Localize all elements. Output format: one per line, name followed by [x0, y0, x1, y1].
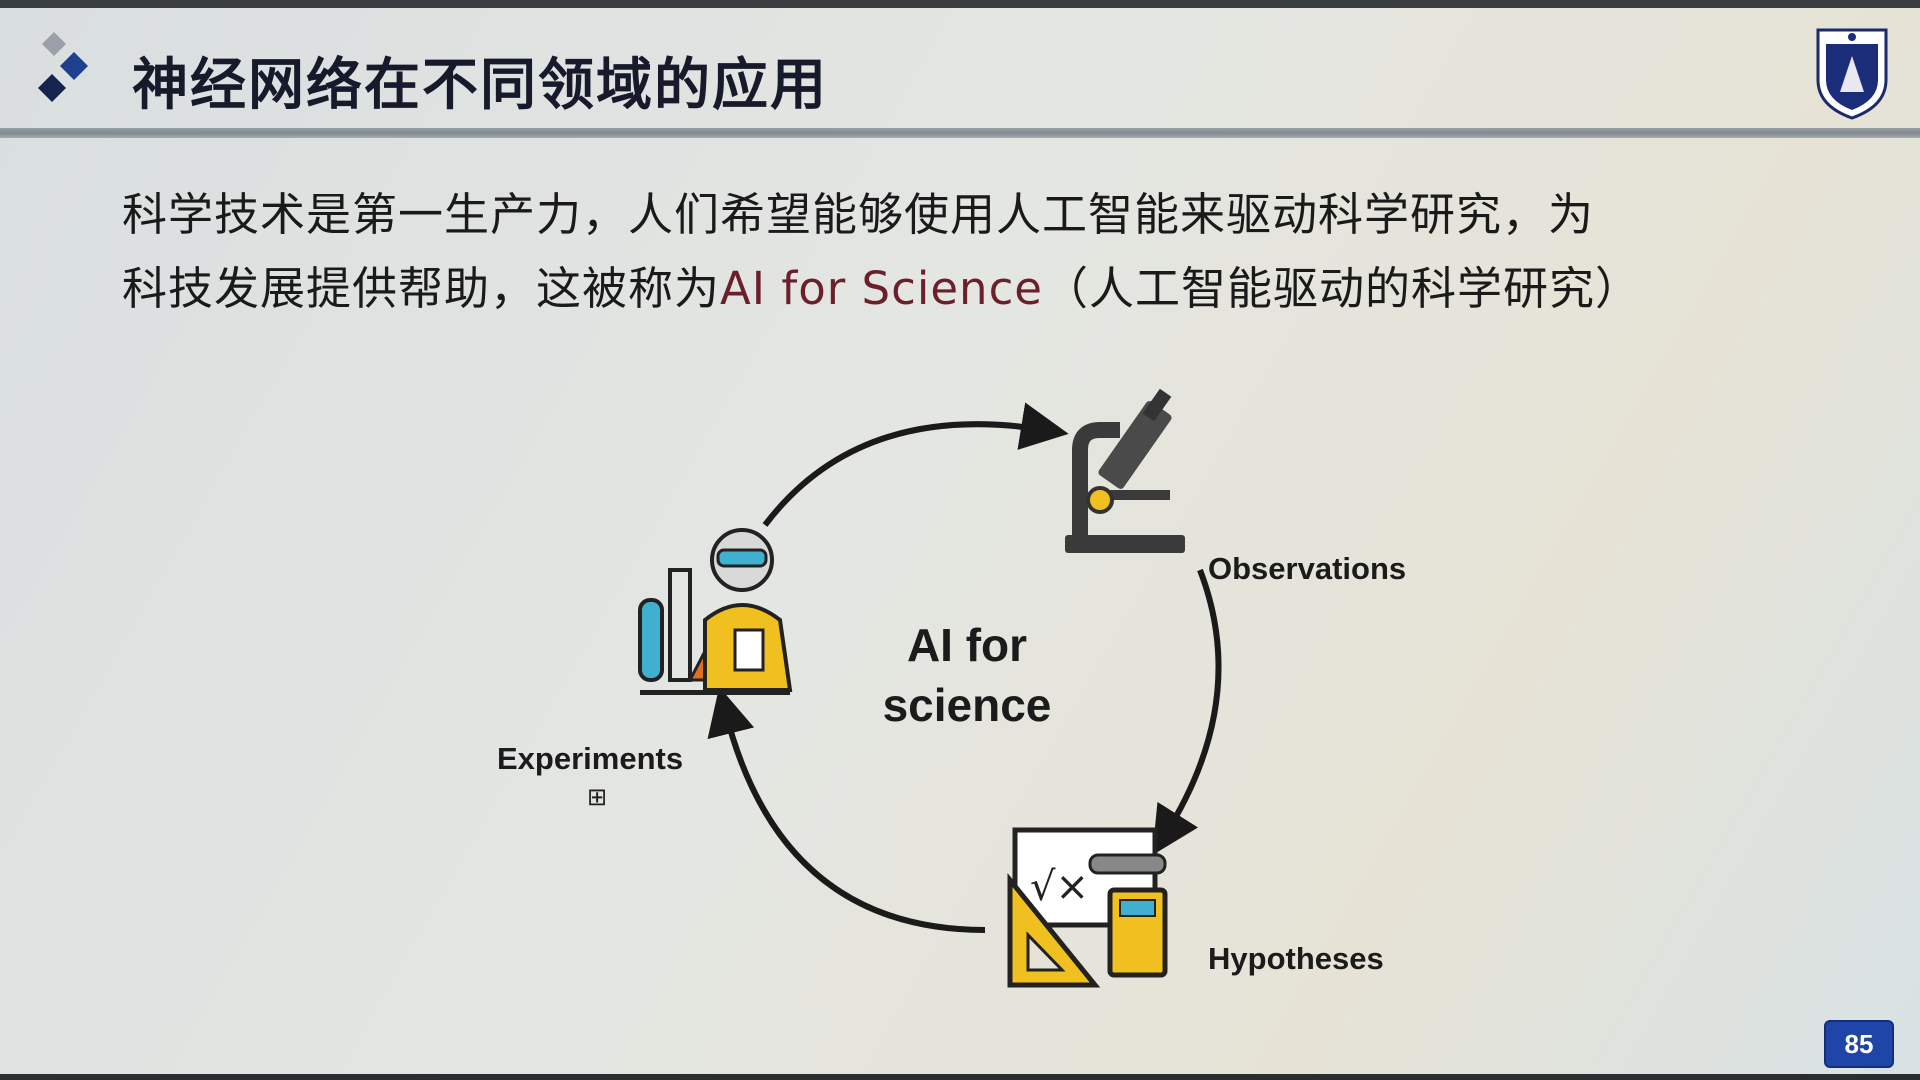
arrow-observations-to-hypotheses: [1152, 568, 1222, 856]
arrow-hypotheses-to-experiments: [707, 686, 986, 933]
body-paragraph: 科学技术是第一生产力，人们希望能够使用人工智能来驱动科学研究，为 科技发展提供帮…: [122, 178, 1842, 326]
center-line-2: science: [882, 679, 1052, 731]
scientist-icon: [638, 528, 793, 695]
top-border: [0, 0, 1920, 8]
diamond-logo-icon: [38, 32, 88, 102]
title-divider: [0, 128, 1920, 138]
university-emblem-icon: [1816, 28, 1888, 120]
arrow-experiments-to-observations: [762, 402, 1069, 527]
microscope-icon: [1065, 388, 1185, 553]
svg-text:√×: √×: [1030, 864, 1089, 910]
observations-label: Observations: [1208, 551, 1407, 586]
body-line-1: 科学技术是第一生产力，人们希望能够使用人工智能来驱动科学研究，为: [122, 188, 1595, 241]
slide-title: 神经网络在不同领域的应用: [132, 53, 828, 118]
page-number-badge: 85: [1824, 1020, 1894, 1068]
center-line-1: AI for: [906, 619, 1028, 671]
math-tools-icon: √×: [1007, 827, 1168, 988]
body-line-2-suffix: （人工智能驱动的科学研究）: [1043, 262, 1642, 315]
body-line-2-prefix: 科技发展提供帮助，这被称为: [122, 262, 721, 315]
expand-icon[interactable]: ⊞: [587, 783, 608, 811]
body-line-2: 科技发展提供帮助，这被称为AI for Science（人工智能驱动的科学研究）: [122, 252, 1842, 326]
experiments-label: Experiments: [497, 741, 684, 776]
bottom-border: [0, 1074, 1920, 1080]
ai-for-science-term: AI for Science: [720, 262, 1043, 315]
hypotheses-label: Hypotheses: [1208, 941, 1384, 976]
cycle-center-label: AI for science: [847, 615, 1087, 735]
